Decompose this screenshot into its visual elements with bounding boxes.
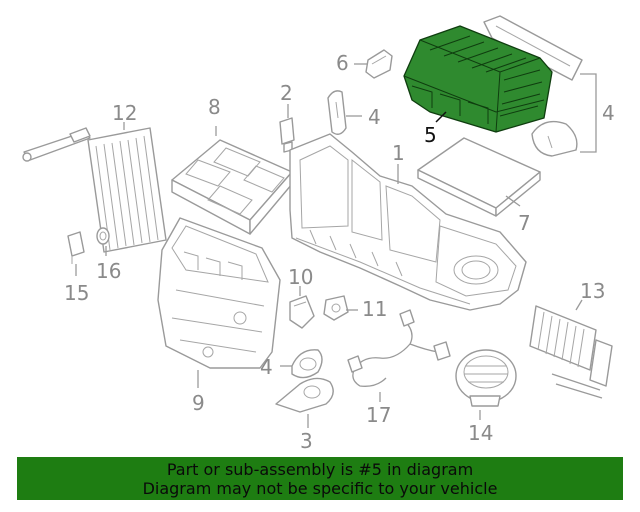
callout-7: 7 xyxy=(518,211,531,235)
callout-10: 10 xyxy=(288,265,313,289)
leader-5 xyxy=(435,111,447,123)
part-2-actuator xyxy=(279,117,295,153)
callout-8: 8 xyxy=(208,95,221,119)
callout-3: 3 xyxy=(300,429,313,453)
part-14-blower xyxy=(455,349,517,407)
callout-1: 1 xyxy=(392,141,405,165)
callout-9: 9 xyxy=(192,391,205,415)
part-12-evaporator xyxy=(22,127,167,253)
part-9-lower-case xyxy=(157,217,281,369)
callout-2: 2 xyxy=(280,81,293,105)
callout-4-upper: 4 xyxy=(368,105,381,129)
part-15-connector xyxy=(67,231,85,264)
callout-6: 6 xyxy=(336,51,349,75)
callout-11: 11 xyxy=(362,297,387,321)
callout-4-right: 4 xyxy=(602,101,615,125)
info-banner: Part or sub-assembly is #5 in diagram Di… xyxy=(17,457,623,500)
part-7-filter xyxy=(417,137,541,217)
callout-14: 14 xyxy=(468,421,493,445)
part-5-highlighted xyxy=(403,25,553,133)
banner-line-1: Part or sub-assembly is #5 in diagram xyxy=(166,460,474,479)
part-10-actuator xyxy=(289,295,315,329)
part-11-actuator xyxy=(323,295,349,321)
leader-7 xyxy=(505,195,521,207)
callout-5: 5 xyxy=(424,123,437,147)
part-13-heater-core xyxy=(529,305,613,399)
leader-4-right xyxy=(580,73,597,153)
part-17-harness xyxy=(347,309,451,387)
callout-12: 12 xyxy=(112,101,137,125)
callout-16: 16 xyxy=(96,259,121,283)
leader-13 xyxy=(575,299,583,311)
parts-diagram: 12 8 2 6 4 1 5 4 7 16 15 10 11 13 4 9 17… xyxy=(22,15,615,453)
part-16-oring xyxy=(96,227,110,245)
part-3-bracket xyxy=(275,377,334,413)
callout-13: 13 xyxy=(580,279,605,303)
part-4-door-right xyxy=(531,120,578,157)
callout-17: 17 xyxy=(366,403,391,427)
part-1-case xyxy=(289,133,527,311)
callout-4-lower: 4 xyxy=(260,355,273,379)
part-6-sensor xyxy=(365,49,393,79)
part-8-housing xyxy=(171,139,293,235)
banner-line-2: Diagram may not be specific to your vehi… xyxy=(142,479,498,498)
part-4-door-upper xyxy=(327,90,347,135)
part-4-seal-lower xyxy=(291,349,323,379)
part-cover-top-right xyxy=(483,15,583,81)
callout-15: 15 xyxy=(64,281,89,305)
